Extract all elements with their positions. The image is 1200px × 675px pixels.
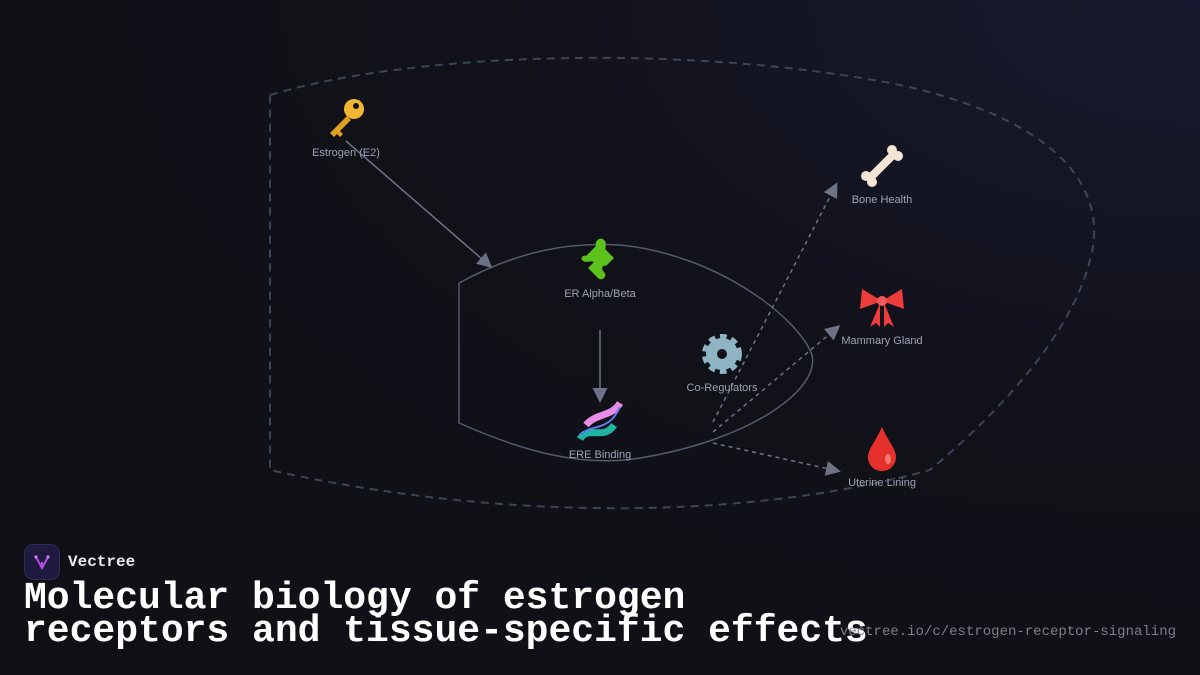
node-label: Estrogen (E2) bbox=[312, 147, 380, 159]
node-label: Co-Regulators bbox=[686, 382, 758, 394]
node-label: Mammary Gland bbox=[841, 335, 923, 347]
key-icon bbox=[330, 99, 364, 137]
bone-icon bbox=[861, 145, 903, 187]
page-title: Molecular biology of estrogen receptors … bbox=[24, 580, 868, 651]
vectree-logo-icon bbox=[34, 555, 50, 571]
node-mammary-gland[interactable]: Mammary Gland bbox=[822, 281, 942, 347]
title-line-2: receptors and tissue-specific effects bbox=[24, 610, 868, 653]
blood-drop-icon bbox=[868, 427, 896, 471]
inner-group-boundary bbox=[458, 243, 814, 462]
node-uterine-lining[interactable]: Uterine Lining bbox=[822, 423, 942, 489]
node-label: ERE Binding bbox=[568, 449, 632, 461]
vectree-logo bbox=[24, 544, 60, 580]
outer-group-boundary bbox=[269, 56, 1096, 510]
node-label: Uterine Lining bbox=[848, 477, 916, 489]
dna-icon bbox=[576, 400, 624, 442]
node-co-regulators[interactable]: Co-Regulators bbox=[662, 328, 782, 394]
edge-to-uterine bbox=[712, 442, 841, 476]
node-er-alpha-beta[interactable]: ER Alpha/Beta bbox=[540, 234, 660, 300]
edge-estrogen-to-er bbox=[345, 140, 493, 268]
brand-name: Vectree bbox=[68, 553, 136, 571]
brand: Vectree bbox=[24, 544, 135, 580]
title-line-1: Molecular biology of estrogen bbox=[24, 577, 686, 620]
node-bone-health[interactable]: Bone Health bbox=[822, 140, 942, 206]
puzzle-piece-icon bbox=[581, 238, 614, 280]
node-label: ER Alpha/Beta bbox=[564, 288, 636, 300]
source-url[interactable]: vectree.io/c/estrogen-receptor-signaling bbox=[839, 624, 1176, 640]
node-ere-binding[interactable]: ERE Binding bbox=[540, 395, 660, 461]
gear-icon bbox=[702, 334, 742, 374]
node-label: Bone Health bbox=[851, 194, 913, 206]
ribbon-bow-icon bbox=[860, 289, 904, 327]
edge-to-mammary bbox=[712, 325, 841, 433]
node-estrogen[interactable]: Estrogen (E2) bbox=[286, 93, 406, 159]
